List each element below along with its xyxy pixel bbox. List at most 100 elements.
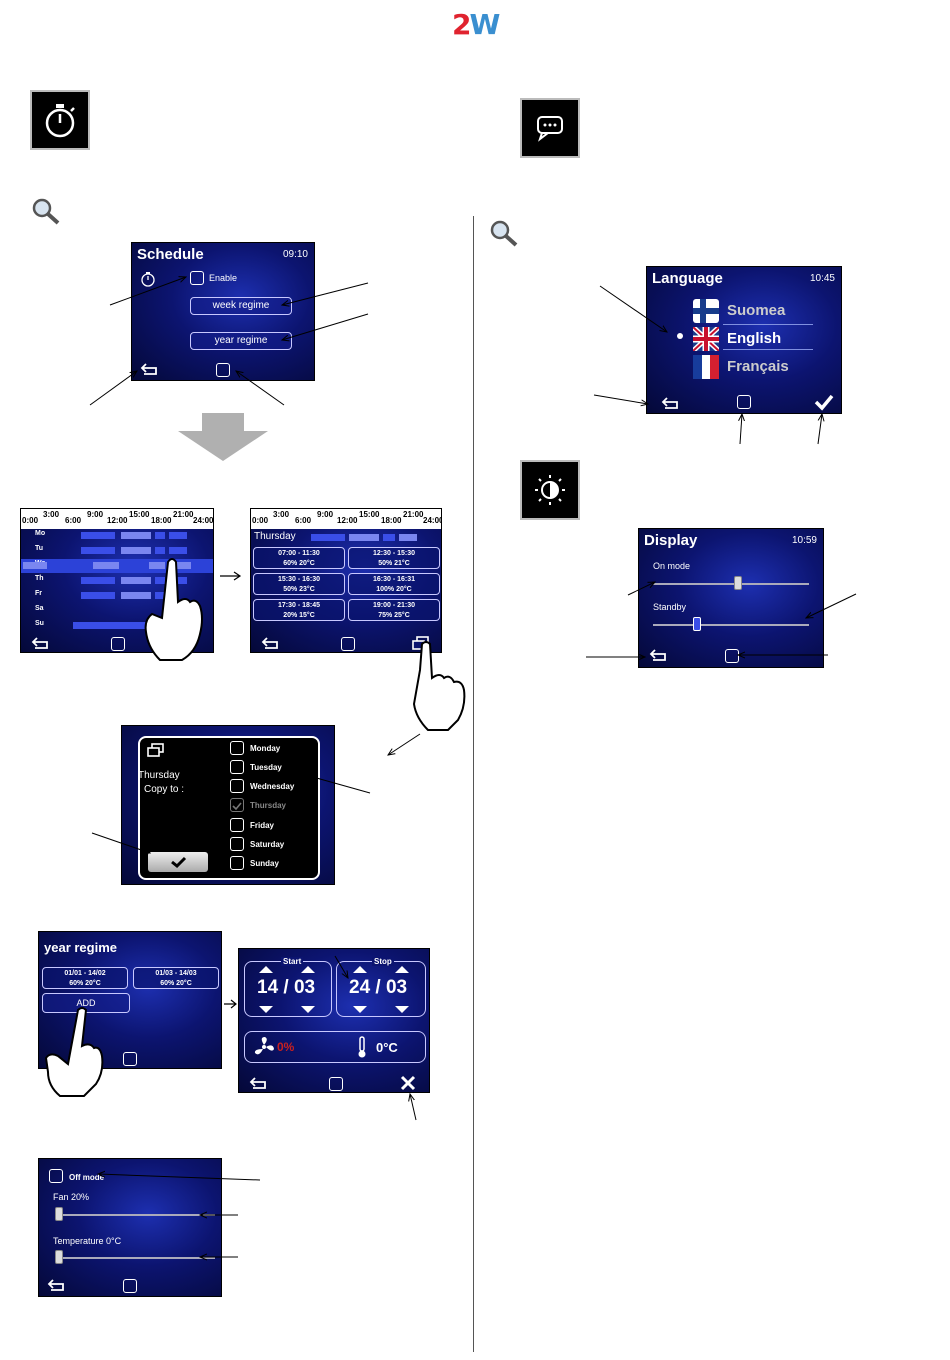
magnifier-icon [490, 220, 518, 247]
language-screen: Language 10:45 Suomea English Français [646, 266, 842, 414]
day-row[interactable]: Su [21, 619, 213, 633]
tick-label: 9:00 [87, 510, 104, 519]
day-row-selected[interactable]: We [21, 559, 213, 573]
home-button[interactable] [341, 637, 355, 651]
tick-label: 12:00 [337, 516, 358, 525]
language-option[interactable]: Suomea [727, 302, 786, 319]
on-mode-label: On mode [653, 561, 691, 571]
arrow-right-icon [224, 999, 237, 1009]
standby-slider-knob[interactable] [692, 617, 701, 631]
hand-pointer-icon [44, 1007, 104, 1097]
tick-label: 18:00 [381, 516, 402, 525]
back-icon[interactable] [140, 361, 162, 377]
tick-label: 21:00 [403, 510, 424, 519]
confirm-copy-button[interactable] [148, 852, 208, 872]
display-screen: Display 10:59 On mode Standby [638, 528, 824, 668]
tick-label: 0:00 [252, 516, 269, 525]
day-option: Saturday [250, 840, 285, 849]
standby-slider-track[interactable] [653, 624, 809, 626]
home-button[interactable] [123, 1052, 137, 1066]
day-checkbox[interactable] [230, 741, 244, 755]
day-checkbox[interactable] [230, 760, 244, 774]
fan-temp-box[interactable] [244, 1031, 426, 1063]
home-button[interactable] [123, 1279, 137, 1293]
back-icon[interactable] [47, 1277, 69, 1293]
home-button[interactable] [111, 637, 125, 651]
enable-checkbox[interactable] [190, 271, 204, 285]
close-icon[interactable] [399, 1075, 417, 1091]
language-option[interactable]: Français [727, 358, 789, 375]
speech-bubble-icon[interactable] [520, 98, 580, 158]
year-regime-button[interactable]: year regime [190, 332, 292, 350]
home-button[interactable] [725, 649, 739, 663]
day-checkbox[interactable] [230, 818, 244, 832]
home-button[interactable] [216, 363, 230, 377]
temp-slider-knob[interactable] [55, 1250, 63, 1264]
day-option: Monday [250, 744, 281, 753]
day-checkbox[interactable] [230, 779, 244, 793]
stop-label: Stop [372, 957, 394, 966]
tick-label: 9:00 [317, 510, 334, 519]
week-overview-screen: 0:00 3:00 6:00 9:00 12:00 15:00 18:00 21… [20, 508, 214, 653]
day-option: Friday [250, 821, 275, 830]
day-row[interactable]: Sa [35, 605, 44, 612]
home-button[interactable] [737, 395, 751, 409]
temp-value: 0°C [376, 1040, 398, 1055]
brightness-icon[interactable] [520, 460, 580, 520]
tick-label: 0:00 [22, 516, 39, 525]
back-icon[interactable] [249, 1075, 271, 1091]
checkmark-icon[interactable] [813, 393, 835, 411]
fan-slider-knob[interactable] [55, 1207, 63, 1221]
display-title: Display [644, 532, 698, 549]
year-edit-screen: Start Stop 14 / 03 24 / 03 0% 0°C [238, 948, 430, 1093]
day-title: Thursday [254, 531, 296, 542]
home-button[interactable] [329, 1077, 343, 1091]
day-checkbox[interactable] [230, 837, 244, 851]
back-icon[interactable] [661, 395, 683, 411]
start-label: Start [281, 957, 304, 966]
language-option-selected[interactable]: English [727, 330, 782, 347]
tick-label: 12:00 [107, 516, 128, 525]
hand-pointer-icon [412, 641, 466, 731]
enable-label: Enable [209, 273, 238, 283]
divider [723, 349, 813, 350]
back-icon[interactable] [649, 647, 671, 663]
fan-slider-track[interactable] [55, 1214, 215, 1216]
back-icon[interactable] [261, 635, 283, 651]
magnifier-icon [32, 198, 60, 225]
day-option: Sunday [250, 859, 279, 868]
temp-slider-label: Temperature 0°C [53, 1236, 122, 1246]
day-checkbox[interactable] [230, 856, 244, 870]
on-mode-slider-track[interactable] [653, 583, 809, 585]
day-row[interactable]: Tu [21, 544, 213, 558]
brand-logo: 2W [452, 8, 500, 41]
day-option: Wednesday [250, 782, 295, 791]
copy-icon [147, 743, 164, 757]
on-mode-slider-knob[interactable] [734, 576, 743, 590]
temp-slider-track[interactable] [55, 1257, 215, 1259]
day-row[interactable]: Th [21, 574, 213, 588]
tick-label: 15:00 [129, 510, 150, 519]
fan-slider-label: Fan 20% [53, 1192, 90, 1202]
stopwatch-icon[interactable] [30, 90, 90, 150]
date-arrows[interactable] [239, 949, 430, 1029]
week-regime-button[interactable]: week regime [190, 297, 292, 315]
logo-text: 2 [452, 8, 472, 41]
day-row[interactable]: Mo [21, 529, 213, 543]
back-icon[interactable] [31, 635, 53, 651]
uk-flag-icon [693, 327, 719, 351]
off-mode-checkbox[interactable] [49, 1169, 63, 1183]
day-option: Tuesday [250, 763, 282, 772]
day-row[interactable]: Fr [21, 589, 213, 603]
language-title: Language [652, 270, 723, 287]
copy-dialog-screen: Thursday Copy to : Monday Tuesday Wednes… [121, 725, 335, 885]
